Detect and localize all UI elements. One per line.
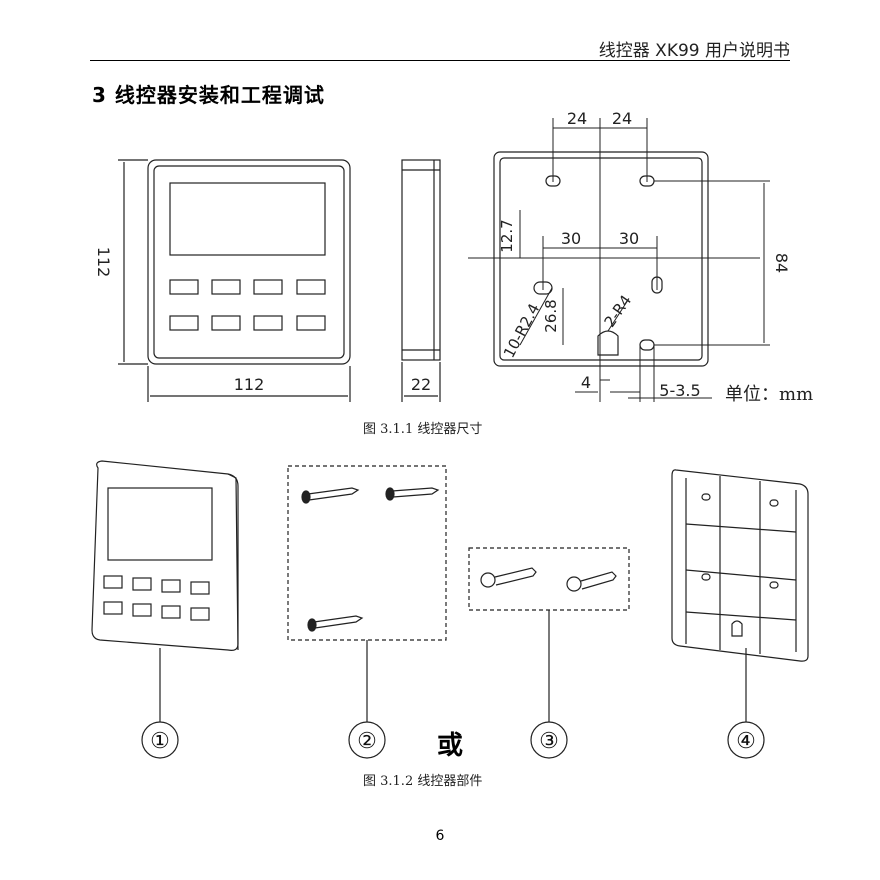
back-dim-5-3-5: 5-3.5 [659,381,700,400]
back-dim-right: 84 [772,253,791,273]
part1-controller-drawing [91,460,239,759]
back-dim-4: 4 [581,373,591,392]
front-width-label: 112 [234,375,265,394]
back-dim-top-right: 24 [612,109,632,128]
part2-nails-drawing [287,465,447,759]
back-dim-mid-left: 30 [561,229,581,248]
side-depth-label: 22 [411,375,431,394]
back-view-drawing [468,118,770,402]
figure1-caption: 图 3.1.1 线控器尺寸 [363,422,483,437]
or-text: 或 [437,731,464,761]
page-number: 6 [435,828,445,844]
header-divider [90,60,790,61]
part2-label: ② [357,729,377,754]
part3-label: ③ [539,729,559,754]
back-dim-vertical-left: 12.7 [498,219,516,252]
side-view-drawing [401,159,441,402]
back-dim-r2-4: 10-R2.4 [500,300,543,360]
back-dim-top-left: 24 [567,109,587,128]
front-height-label: 112 [94,247,113,278]
back-dim-mid-right: 30 [619,229,639,248]
document-header-title: 线控器 XK99 用户说明书 [598,41,790,61]
figure2-caption: 图 3.1.2 线控器部件 [363,774,483,789]
part4-label: ④ [736,729,756,754]
back-dim-r4: 2-R4 [601,292,636,331]
part1-label: ① [150,729,170,754]
part4-backplate-drawing [671,469,809,759]
unit-label: 单位：mm [725,384,814,405]
back-dim-26-8: 26.8 [542,299,560,332]
part3-screws-drawing [468,547,630,759]
section-title: 3 线控器安装和工程调试 [92,83,325,107]
front-view-drawing [118,159,351,402]
